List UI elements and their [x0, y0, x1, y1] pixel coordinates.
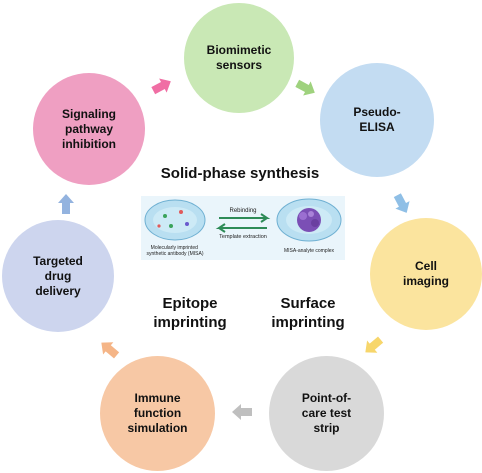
rebinding-label: Rebinding [229, 208, 256, 214]
node-label: Cell imaging [402, 259, 449, 288]
template-extraction-label: Template extraction [219, 234, 267, 240]
misa-label-line1: Molecularly imprinted [151, 245, 198, 251]
node-label: Immune function simulation [127, 391, 188, 435]
epitope-imprinting-label: Epitope imprinting [153, 295, 227, 331]
imprinting-illustration: Rebinding Template extraction Molecularl… [141, 196, 345, 260]
flow-arrow-icon [58, 194, 74, 214]
flow-arrow-icon [96, 336, 122, 361]
node-signaling-pathway-inhibition: Signaling pathway inhibition [33, 73, 145, 185]
flow-arrow-icon [232, 404, 252, 420]
node-label: Targeted drug delivery [33, 253, 83, 298]
misa-analyte-complex-label: MISA-analyte complex [284, 248, 335, 254]
svg-text:Molecularly imprinted sy: Molecularly imprinted synthetic antibody… [147, 245, 204, 257]
flow-arrow-icon [360, 333, 386, 358]
node-label: Signaling pathway inhibition [62, 106, 116, 151]
node-biomimetic-sensors: Biomimetic sensors [184, 3, 294, 113]
flow-arrow-icon [390, 191, 414, 216]
center-title: Solid-phase synthesis [160, 165, 320, 182]
node-label: Biomimetic sensors [206, 43, 272, 72]
node-immune-function-simulation: Immune function simulation [100, 356, 215, 471]
node-label: Point-of- care test strip [301, 391, 352, 435]
node-cell-imaging: Cell imaging [370, 218, 482, 330]
misa-label-line2: synthetic antibody (MISA) [147, 251, 204, 257]
flow-arrow-icon [149, 74, 174, 98]
node-targeted-drug-delivery: Targeted drug delivery [2, 220, 114, 332]
flow-arrow-icon [293, 76, 318, 100]
surface-imprinting-label: Surface imprinting [271, 295, 345, 331]
node-label: Pseudo- ELISA [353, 105, 401, 134]
node-pseudo-elisa: Pseudo- ELISA [320, 63, 434, 177]
node-point-of-care-test-strip: Point-of- care test strip [269, 356, 384, 471]
